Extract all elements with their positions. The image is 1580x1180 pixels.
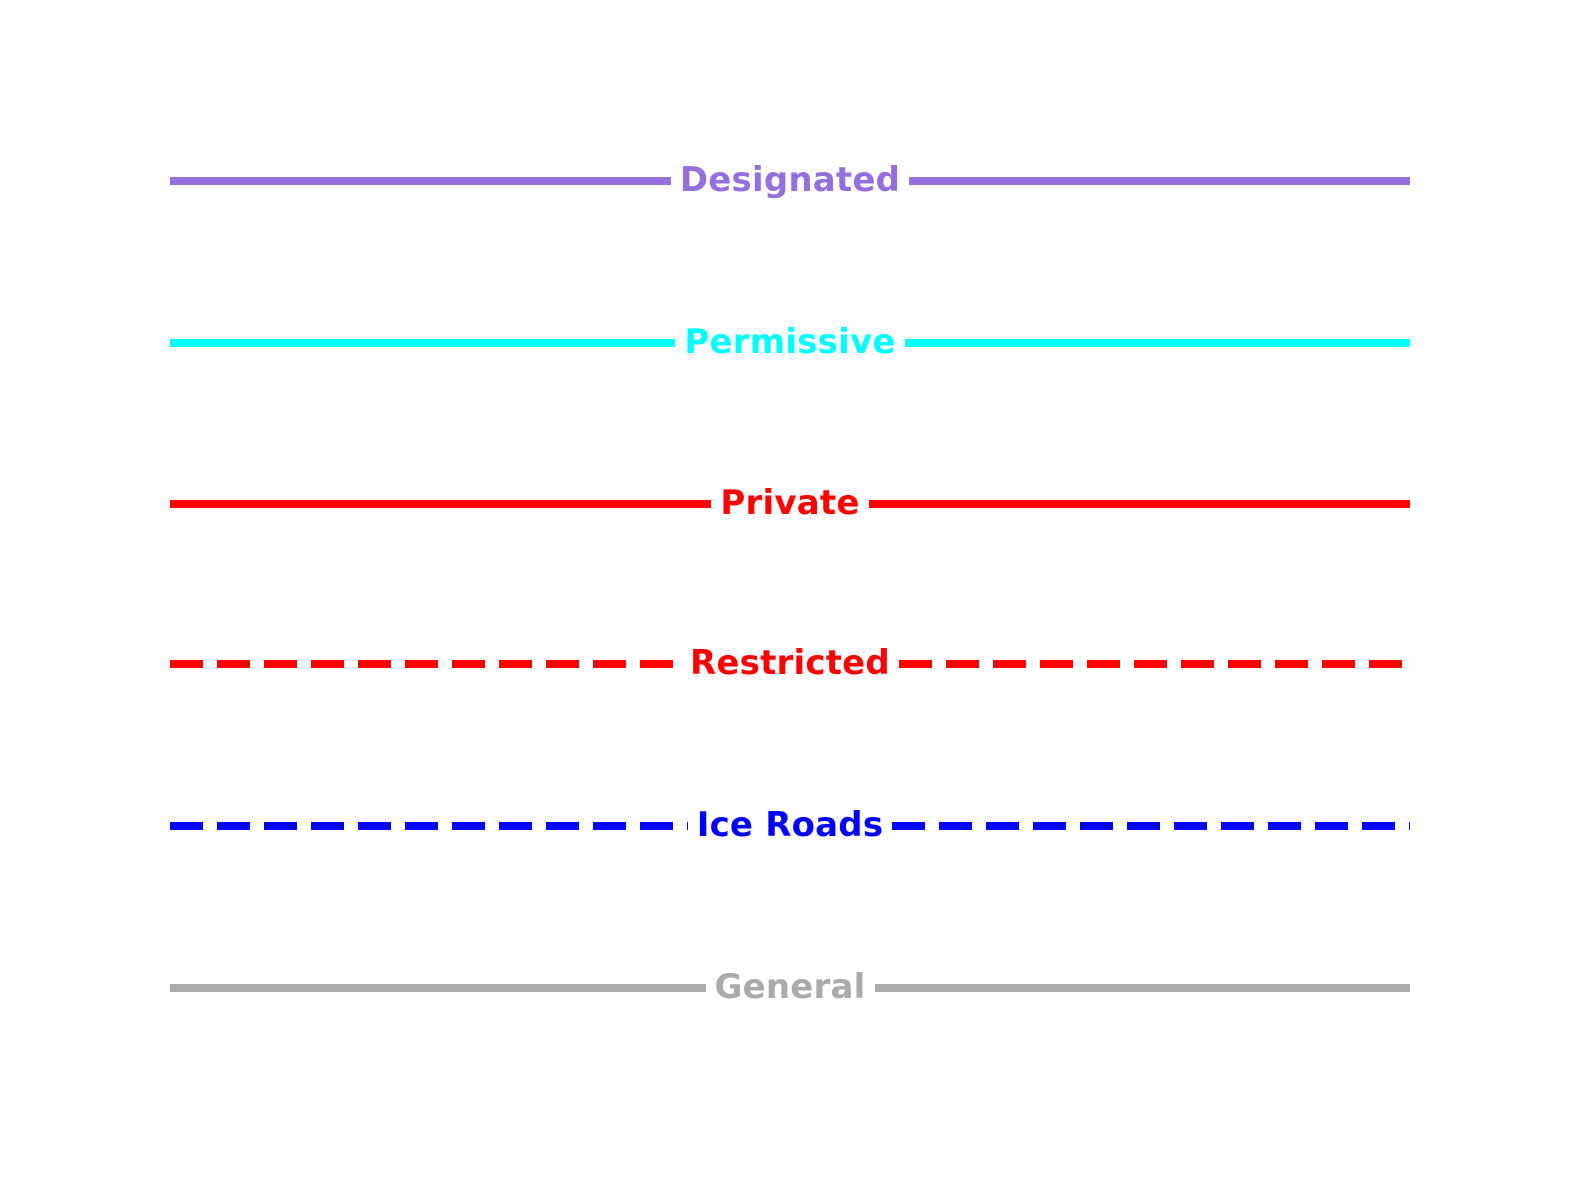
legend-line-left xyxy=(170,177,671,185)
legend-line-left xyxy=(170,500,712,508)
legend-label: Designated xyxy=(679,160,901,200)
legend-line-right xyxy=(904,339,1410,347)
legend-entry: Private xyxy=(170,474,1411,534)
legend-entry: Designated xyxy=(170,151,1410,211)
legend-line-right xyxy=(909,177,1410,185)
legend-line-left xyxy=(170,660,682,668)
legend-line-right xyxy=(892,822,1410,830)
legend-line-right xyxy=(874,984,1410,992)
legend-line-right xyxy=(898,660,1410,668)
legend-line-left xyxy=(170,822,688,830)
legend-label: General xyxy=(714,967,866,1007)
legend-line-left xyxy=(170,984,706,992)
legend-entry: General xyxy=(170,958,1410,1018)
legend-line-left xyxy=(170,339,676,347)
legend-label: Ice Roads xyxy=(696,805,884,845)
legend-line-right xyxy=(868,500,1411,508)
legend-entry: Permissive xyxy=(170,313,1410,373)
legend-entry: Restricted xyxy=(170,634,1410,694)
legend-entry: Ice Roads xyxy=(170,796,1410,856)
legend-label: Permissive xyxy=(684,322,896,362)
legend-label: Restricted xyxy=(690,643,890,683)
legend-label: Private xyxy=(720,483,860,523)
